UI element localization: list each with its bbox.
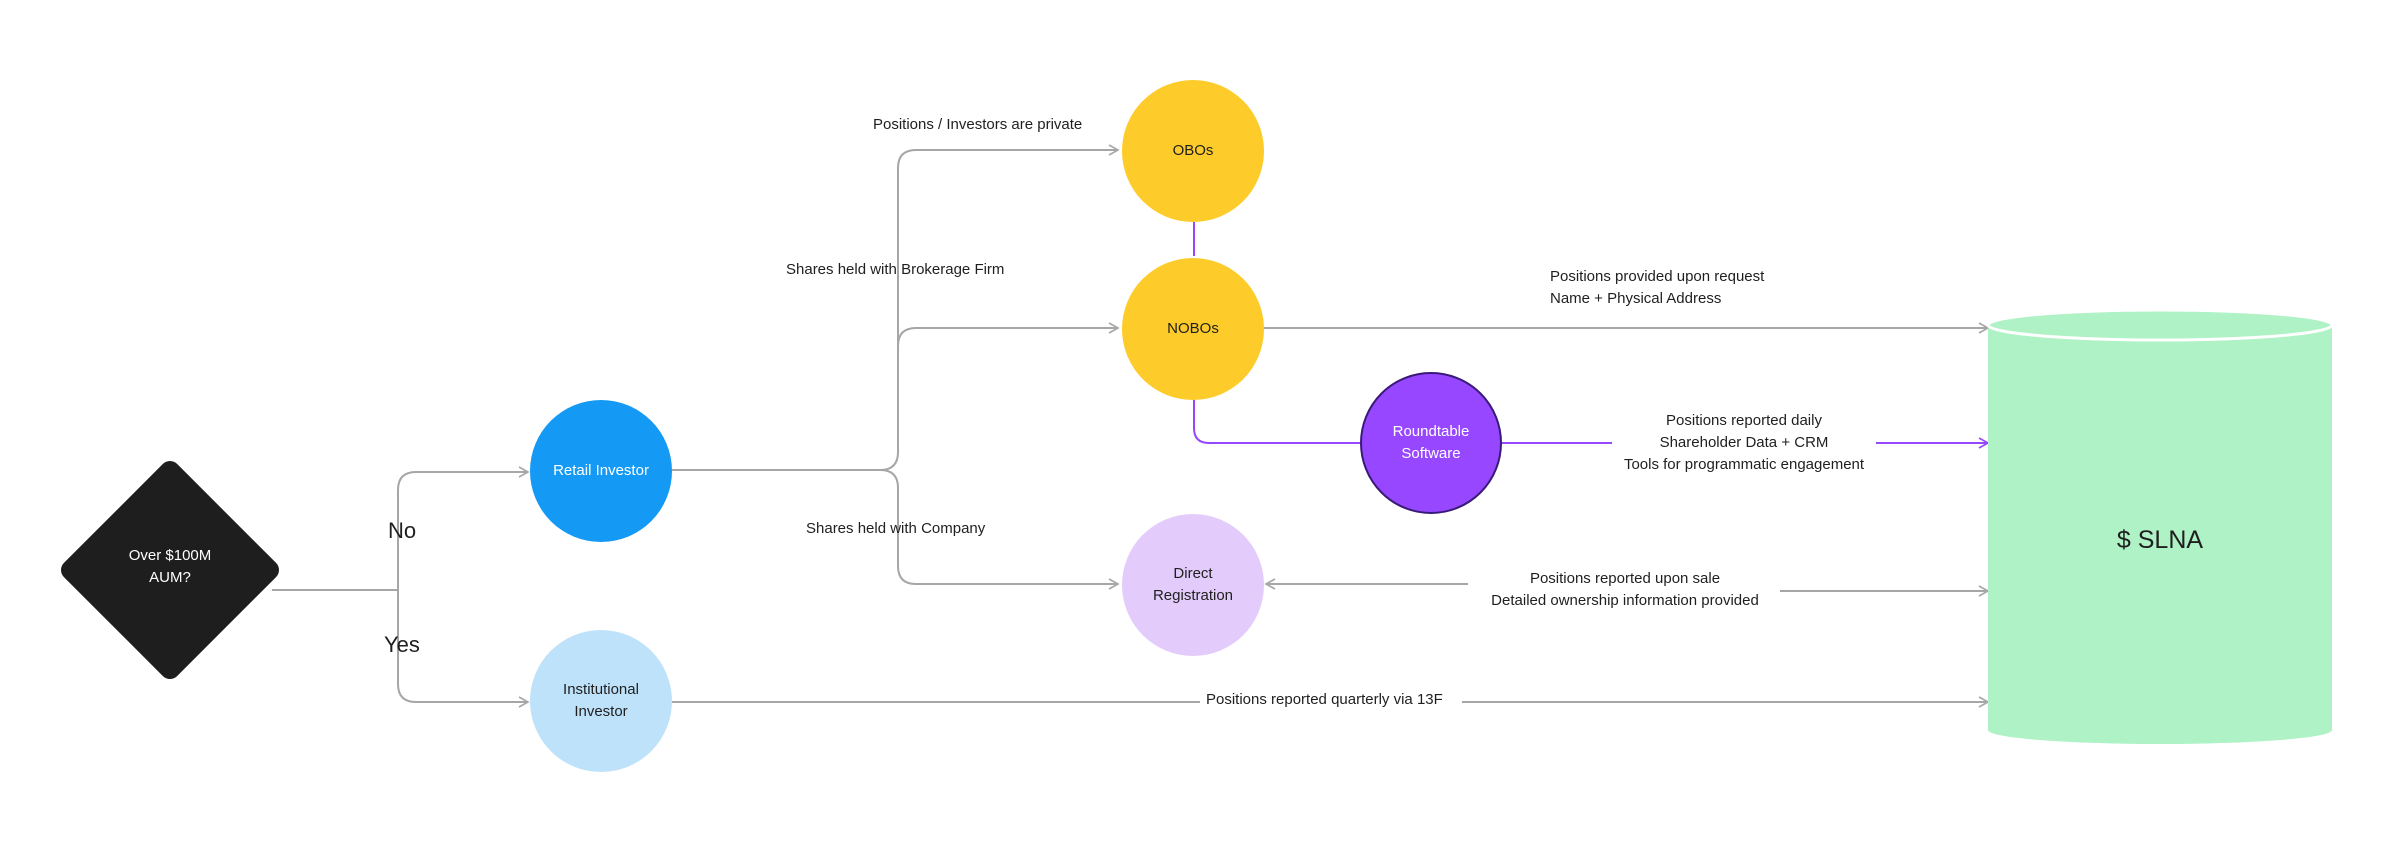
- roundtable-label-line1: Roundtable: [1392, 423, 1470, 440]
- obos-label: OBOs: [1172, 142, 1214, 159]
- slna-label-text: $ SLNA: [2116, 526, 2204, 554]
- obos-node: OBOs: [1122, 80, 1264, 222]
- edge-label-direct-line1: Positions reported upon sale: [1529, 570, 1721, 587]
- connector-to-nobos: [897, 322, 1120, 347]
- edge-label-company: Shares held with Company: [806, 520, 986, 537]
- nobos-label: NOBOs: [1167, 320, 1219, 337]
- decision-label: Over $100M AUM?: [105, 545, 235, 595]
- edge-label-roundtable-line3: Tools for programmatic engagement: [1623, 456, 1865, 473]
- edge-label-brokerage: Shares held with Brokerage Firm: [786, 261, 1005, 278]
- direct-label-line1: Direct: [1173, 565, 1213, 582]
- edge-label-roundtable-line2: Shareholder Data + CRM: [1659, 434, 1829, 451]
- decision-label-line2: AUM?: [149, 569, 191, 586]
- slna-database-cylinder: [1986, 308, 2334, 744]
- edge-label-roundtable: Positions reported daily Shareholder Dat…: [1614, 410, 1874, 476]
- connector-yes-branch: [397, 590, 530, 708]
- edge-label-obos-private: Positions / Investors are private: [873, 116, 1083, 133]
- edge-label-institutional: Positions reported quarterly via 13F: [1206, 691, 1443, 708]
- edge-label-direct-line2: Detailed ownership information provided: [1491, 592, 1759, 609]
- edge-label-nobos-request: Positions provided upon request: [1550, 268, 1765, 285]
- institutional-label-line2: Investor: [574, 703, 628, 720]
- connector-nobos-roundtable: [1193, 400, 1360, 444]
- nobos-node: NOBOs: [1122, 258, 1264, 400]
- direct-label-line2: Registration: [1152, 587, 1234, 604]
- decision-label-line1: Over $100M: [128, 547, 212, 564]
- connector-to-obos: [672, 144, 1120, 471]
- direct-registration-node: Direct Registration: [1122, 514, 1264, 656]
- retail-investor-label: Retail Investor: [553, 462, 649, 479]
- edge-label-nobos-address: Name + Physical Address: [1550, 290, 1722, 307]
- institutional-label-line1: Institutional: [563, 681, 639, 698]
- retail-investor-node: Retail Investor: [530, 400, 672, 542]
- slna-target-label: $ SLNA: [1988, 515, 2332, 565]
- edge-label-direct: Positions reported upon sale Detailed ow…: [1470, 568, 1780, 612]
- branch-yes-label: Yes: [384, 632, 420, 657]
- edge-label-roundtable-line1: Positions reported daily: [1666, 412, 1822, 429]
- institutional-investor-node: Institutional Investor: [530, 630, 672, 772]
- connector-to-direct: [879, 469, 1120, 590]
- roundtable-label-line2: Software: [1401, 445, 1461, 462]
- roundtable-software-node: Roundtable Software: [1360, 372, 1502, 514]
- connector-no-branch: [397, 466, 530, 590]
- branch-no-label: No: [388, 518, 417, 543]
